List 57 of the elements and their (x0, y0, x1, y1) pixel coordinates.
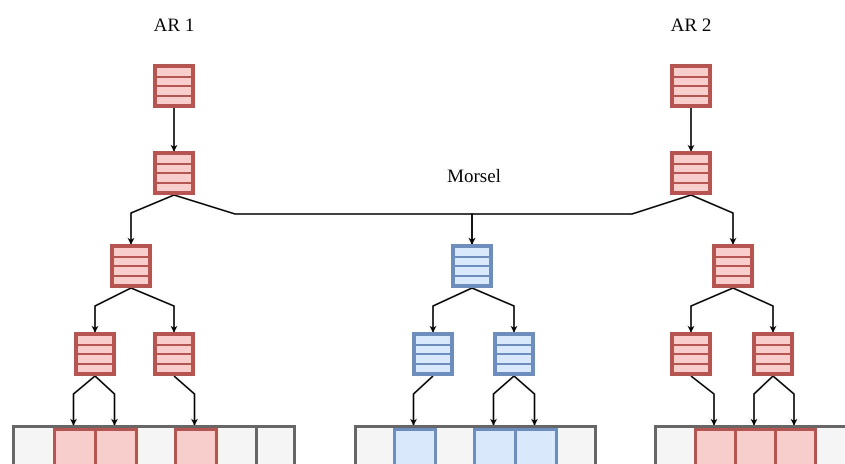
record-stack-icon (451, 244, 493, 288)
node-caption: AR 1 (154, 14, 194, 38)
arrow (430, 287, 472, 333)
record-stack-icon (110, 244, 152, 288)
array-cell (657, 428, 694, 464)
array-cell (135, 428, 174, 464)
array-cell (814, 428, 845, 464)
arrow (772, 375, 798, 426)
array-cell (555, 428, 594, 464)
array-cell (734, 428, 774, 464)
record-stack-icon (752, 332, 794, 376)
array-cell (174, 428, 215, 464)
array-cell (514, 428, 555, 464)
arrow (472, 287, 518, 333)
record-stack-icon (153, 332, 195, 376)
arrow (130, 287, 178, 333)
array-cell (215, 428, 255, 464)
arrow (490, 375, 515, 426)
arrow (128, 194, 174, 245)
record-stack-icon (74, 332, 116, 376)
record-stack-icon (412, 332, 454, 376)
diagram-label: Morsel (447, 165, 501, 189)
arrow (732, 287, 776, 333)
array-bar (354, 425, 597, 464)
array-cell (15, 428, 53, 464)
arrow (688, 287, 734, 333)
arrow (173, 375, 198, 426)
arrow (513, 375, 538, 426)
arrow (70, 375, 96, 426)
record-stack-icon (153, 64, 195, 108)
arrow (688, 108, 694, 152)
array-cell (94, 428, 135, 464)
array-bar (12, 425, 296, 464)
arrow (170, 108, 178, 152)
array-cell (434, 428, 473, 464)
arrow (92, 287, 132, 333)
arrow (468, 194, 692, 245)
record-stack-icon (153, 151, 195, 195)
arrow (690, 194, 736, 245)
array-cell (473, 428, 514, 464)
record-stack-icon (493, 332, 535, 376)
node-caption: AR 2 (670, 14, 712, 38)
arrow (690, 375, 718, 426)
array-cell (255, 428, 293, 464)
array-cell (53, 428, 94, 464)
array-cell (774, 428, 814, 464)
array-cell (357, 428, 393, 464)
record-stack-icon (670, 332, 712, 376)
arrow (750, 375, 774, 426)
record-stack-icon (712, 244, 754, 288)
array-bar (654, 425, 845, 464)
record-stack-icon (670, 151, 712, 195)
record-stack-icon (670, 64, 712, 108)
array-cell (694, 428, 734, 464)
arrow (410, 375, 434, 426)
array-cell (393, 428, 434, 464)
arrow (94, 375, 118, 426)
